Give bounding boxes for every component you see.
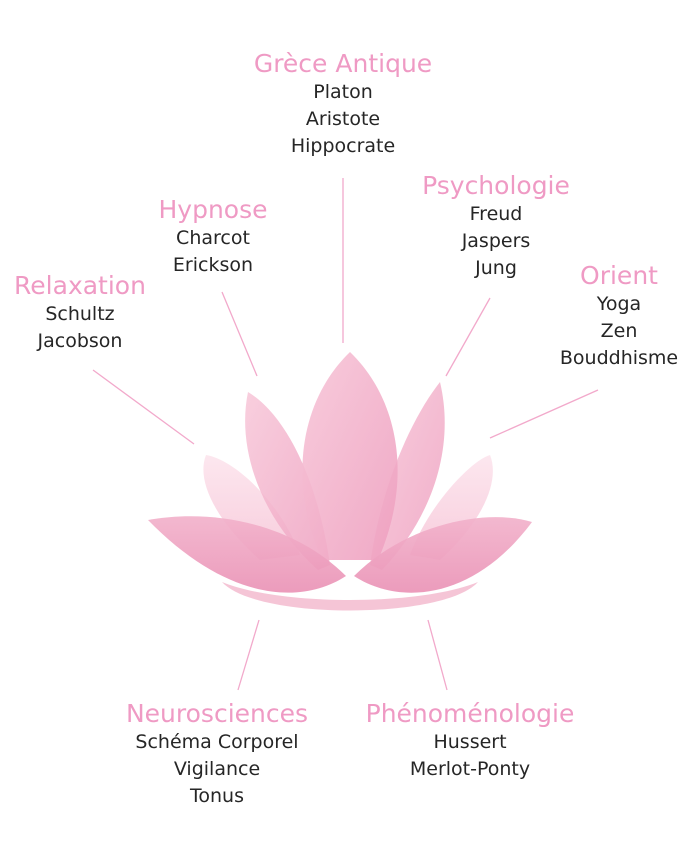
node-hypnose: Hypnose Charcot Erickson [158,195,267,279]
connector-phenomenologie [427,619,448,691]
node-item: Schéma Corporel [135,731,299,753]
node-item: Hippocrate [290,135,396,157]
lotus-petals [148,352,532,611]
node-item: Jung [475,257,517,279]
node-item: Charcot [176,227,250,249]
node-title: Neurosciences [125,699,309,728]
connector-neurosciences [237,619,260,691]
petal-center [302,352,398,560]
node-item: Tonus [189,785,244,807]
node-item: Merlot-Ponty [409,758,531,780]
node-item: Aristote [305,108,381,130]
connector-hypnose [221,291,258,377]
connector-orient [489,389,599,439]
node-item: Bouddhisme [559,347,679,369]
petal-bottom-right [354,517,532,593]
node-phenomenologie: Phénoménologie Hussert Merlot-Ponty [366,699,575,783]
node-title: Hypnose [158,195,268,224]
node-orient: Orient Yoga Zen Bouddhisme [560,261,678,372]
node-item: Freud [469,203,523,225]
node-grece-antique: Grèce Antique Platon Aristote Hippocrate [254,49,432,160]
connector-psychologie [445,297,491,377]
node-item: Schultz [45,303,115,325]
node-title: Orient [580,261,658,290]
node-item: Platon [313,81,373,103]
node-item: Jacobson [37,330,123,352]
node-item: Vigilance [173,758,261,780]
node-item: Zen [600,320,638,342]
node-title: Psychologie [422,171,570,200]
node-relaxation: Relaxation Schultz Jacobson [14,271,146,355]
node-title: Grèce Antique [253,49,433,78]
node-item: Jaspers [461,230,531,252]
node-neurosciences: Neurosciences Schéma Corporel Vigilance … [126,699,308,810]
petal-mid-left [245,392,330,570]
petal-base [222,582,478,611]
petal-bottom-left [148,516,346,593]
node-item: Hussert [433,731,507,753]
node-title: Phénoménologie [365,699,575,728]
node-item: Yoga [596,293,642,315]
node-item: Erickson [172,254,254,276]
node-title: Relaxation [14,271,146,300]
connector-relaxation [92,369,195,445]
node-psychologie: Psychologie Freud Jaspers Jung [422,171,570,282]
